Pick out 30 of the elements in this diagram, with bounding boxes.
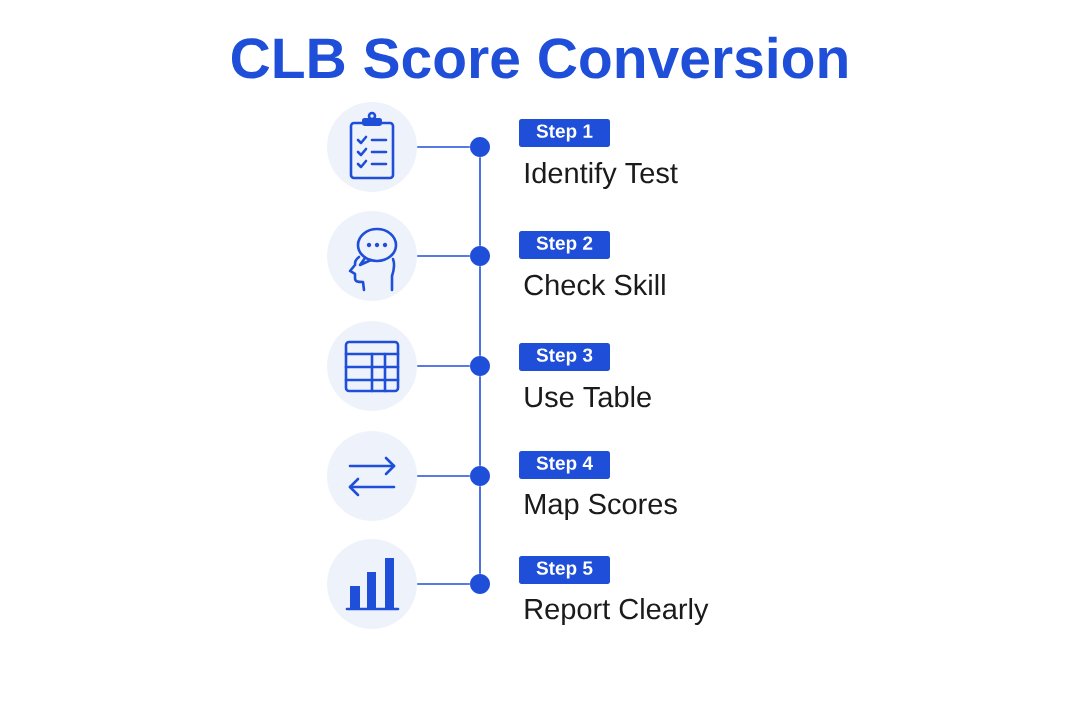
- connector-line: [416, 255, 471, 257]
- connector-line: [479, 485, 481, 575]
- table-icon: [327, 321, 417, 411]
- timeline-dot: [470, 574, 490, 594]
- step-badge: Step 4: [519, 451, 610, 479]
- swap-arrows-icon: [327, 431, 417, 521]
- step-label: Map Scores: [525, 493, 677, 520]
- connector-line: [416, 583, 471, 585]
- step-badge: Step 2: [519, 231, 610, 259]
- step-badge: Step 5: [519, 556, 610, 584]
- step-label: Identify Test: [525, 161, 678, 189]
- connector-line: [479, 265, 481, 357]
- title: CLB Score Conversion: [231, 36, 847, 79]
- step-badge: Step 3: [519, 343, 610, 371]
- step-badge: Step 1: [519, 119, 610, 147]
- head-speech-bubble-icon: [327, 211, 417, 301]
- connector-line: [479, 156, 481, 247]
- step-label: Check Skill: [524, 273, 665, 296]
- step-label: Report Clearly: [525, 597, 709, 625]
- timeline-dot: [470, 246, 490, 266]
- clipboard-icon: [327, 102, 417, 192]
- step-label: Use Table: [525, 385, 651, 408]
- connector-line: [416, 146, 471, 148]
- connector-line: [416, 475, 471, 477]
- timeline-dot: [470, 466, 490, 486]
- connector-line: [416, 365, 471, 367]
- timeline-dot: [470, 137, 490, 157]
- connector-line: [479, 375, 481, 467]
- bar-chart-icon: [327, 539, 417, 629]
- timeline-dot: [470, 356, 490, 376]
